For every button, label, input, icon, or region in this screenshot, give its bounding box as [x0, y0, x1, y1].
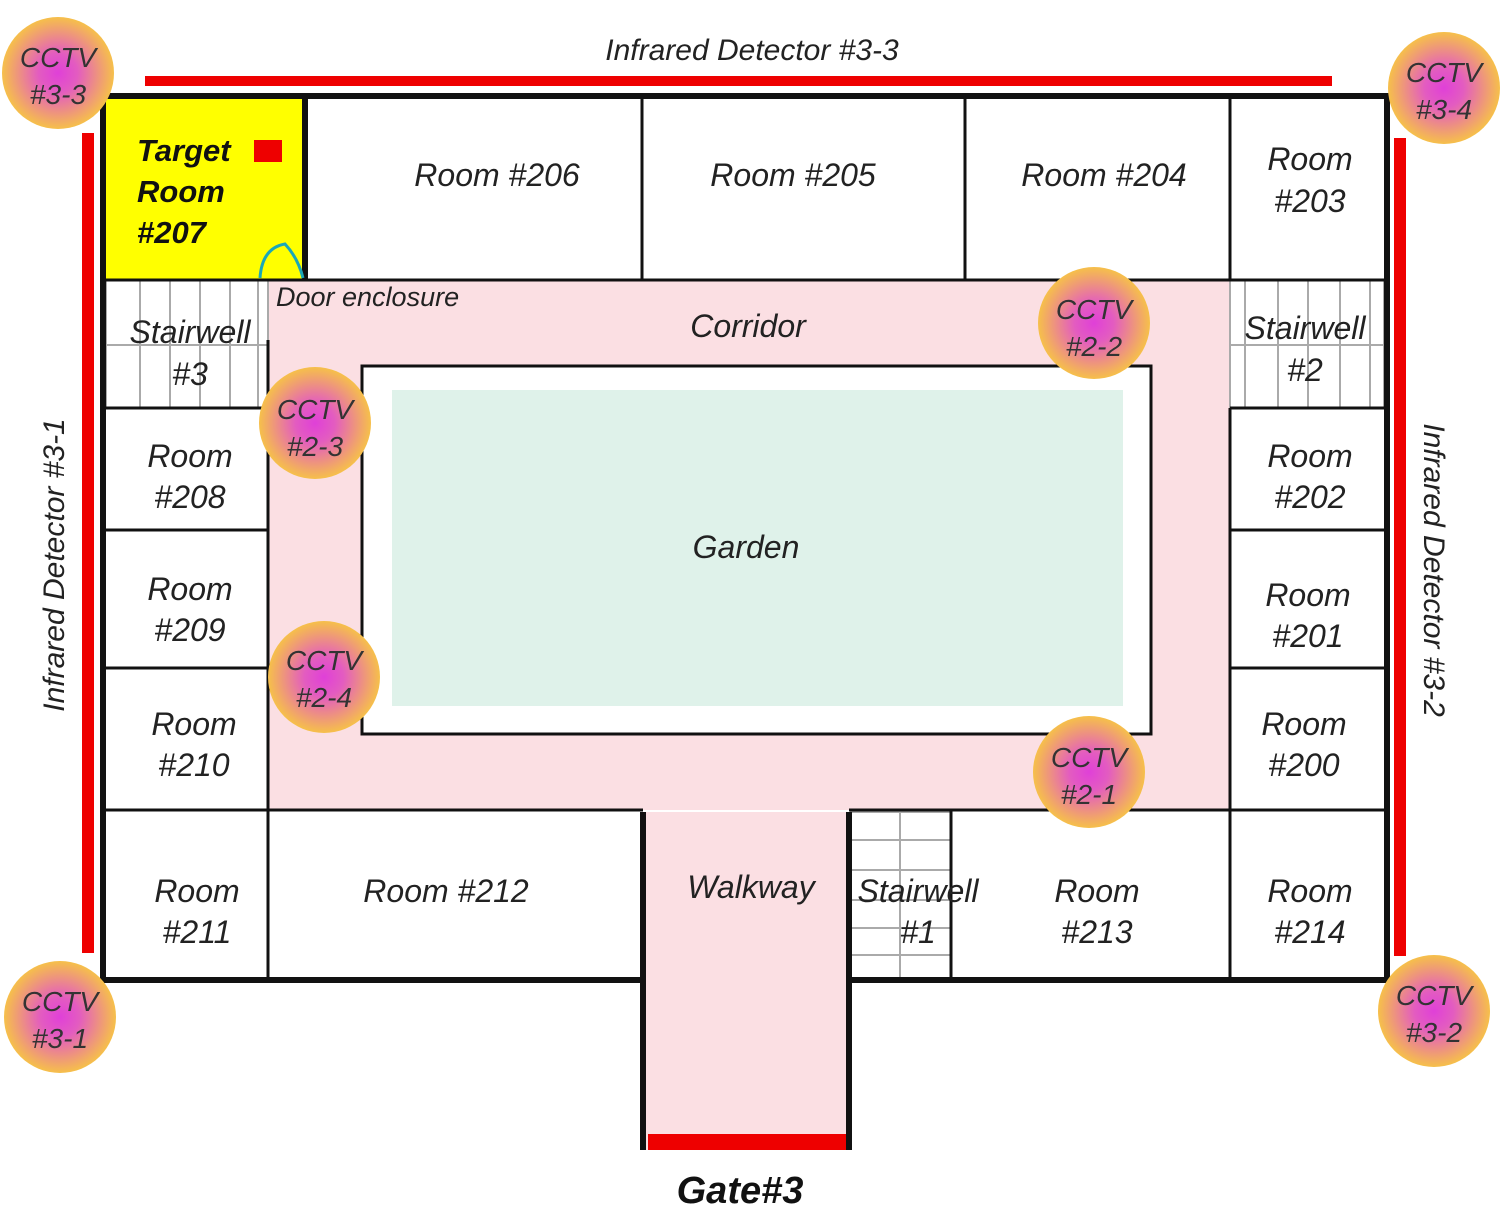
svg-text:#2-2: #2-2 [1066, 331, 1122, 362]
room-214-label: Room #214 [1267, 873, 1352, 950]
room-213-label: Room #213 [1054, 873, 1139, 950]
room-201-label: Room #201 [1265, 577, 1350, 654]
svg-text:Room: Room [1261, 706, 1346, 742]
stairwell-2-label: Stairwell #2 [1245, 310, 1367, 388]
cctv-3-3-icon: CCTV #3-3 [2, 17, 114, 129]
svg-text:CCTV: CCTV [1406, 57, 1485, 88]
svg-text:Room: Room [1054, 873, 1139, 909]
svg-text:CCTV: CCTV [22, 986, 101, 1017]
svg-text:Room: Room [1267, 873, 1352, 909]
door-enclosure-label: Door enclosure [276, 282, 459, 312]
svg-text:#200: #200 [1268, 747, 1339, 783]
garden-area [392, 390, 1123, 706]
cctv-2-4-icon: CCTV #2-4 [268, 621, 380, 733]
garden-label: Garden [693, 529, 800, 565]
room-203-label: Room #203 [1267, 141, 1352, 219]
svg-text:Room: Room [1265, 577, 1350, 613]
corridor-label: Corridor [690, 308, 807, 344]
cctv-3-2-icon: CCTV #3-2 [1378, 955, 1490, 1067]
svg-text:#3-4: #3-4 [1416, 94, 1472, 125]
svg-text:#202: #202 [1274, 479, 1345, 515]
svg-text:#203: #203 [1274, 183, 1345, 219]
svg-text:CCTV: CCTV [1051, 742, 1130, 773]
svg-text:Target: Target [137, 133, 232, 168]
svg-text:Room: Room [1267, 141, 1352, 177]
door-arc [258, 242, 305, 279]
room-211-label: Room #211 [154, 873, 239, 950]
room-209-label: Room #209 [147, 571, 232, 648]
svg-text:CCTV: CCTV [1396, 980, 1475, 1011]
walkway-area [643, 812, 849, 1150]
detector-3-1-label: Infrared Detector #3-1 [38, 418, 71, 711]
svg-text:Room: Room [137, 174, 225, 209]
gate-3-label: Gate#3 [677, 1170, 804, 1212]
stairwell-1-steps [850, 811, 952, 979]
cctv-2-1-icon: CCTV #2-1 [1033, 716, 1145, 828]
detector-3-3-label: Infrared Detector #3-3 [605, 34, 899, 67]
target-marker-icon [254, 140, 282, 162]
svg-text:#2: #2 [1287, 352, 1323, 388]
svg-text:CCTV: CCTV [286, 645, 365, 676]
svg-text:#213: #213 [1061, 914, 1132, 950]
room-210-label: Room #210 [151, 706, 236, 783]
cctv-2-3-icon: CCTV #2-3 [259, 367, 371, 479]
svg-text:#3: #3 [172, 356, 208, 392]
stairwell-3-label: Stairwell #3 [130, 314, 252, 392]
cctv-2-2-icon: CCTV #2-2 [1038, 267, 1150, 379]
svg-text:Room: Room [147, 571, 232, 607]
svg-text:#210: #210 [158, 747, 229, 783]
svg-text:#2-1: #2-1 [1061, 779, 1117, 810]
svg-text:CCTV: CCTV [277, 394, 356, 425]
room-204-label: Room #204 [1021, 157, 1186, 193]
room-208-label: Room #208 [147, 438, 232, 515]
svg-text:#214: #214 [1274, 914, 1345, 950]
svg-text:Stairwell: Stairwell [1245, 310, 1367, 346]
svg-text:Room: Room [154, 873, 239, 909]
svg-text:#3-1: #3-1 [32, 1023, 88, 1054]
svg-text:CCTV: CCTV [1056, 294, 1135, 325]
svg-text:Stairwell: Stairwell [130, 314, 252, 350]
walkway-label: Walkway [687, 869, 816, 905]
cctv-3-4-icon: CCTV #3-4 [1388, 32, 1500, 144]
svg-text:#211: #211 [163, 914, 232, 950]
gate-bar [648, 1134, 846, 1150]
svg-text:#3-2: #3-2 [1406, 1017, 1462, 1048]
room-212-label: Room #212 [363, 873, 529, 909]
stairwell-1-label: Stairwell #1 [858, 873, 980, 950]
svg-text:Room: Room [151, 706, 236, 742]
svg-text:#2-3: #2-3 [287, 431, 343, 462]
room-200-label: Room #200 [1261, 706, 1346, 783]
svg-text:#209: #209 [154, 612, 225, 648]
svg-text:Room: Room [1267, 438, 1352, 474]
svg-text:#1: #1 [900, 914, 936, 950]
stairwell-2-steps [1229, 279, 1385, 409]
svg-text:#3-3: #3-3 [30, 79, 86, 110]
svg-text:#201: #201 [1272, 618, 1343, 654]
detector-3-2-label: Infrared Detector #3-2 [1417, 423, 1450, 717]
detector-bar-3-3 [145, 76, 1332, 86]
svg-text:#208: #208 [154, 479, 225, 515]
target-room-label: Target Room #207 [137, 133, 232, 250]
svg-text:#207: #207 [137, 215, 208, 250]
room-205-label: Room #205 [710, 157, 876, 193]
svg-text:CCTV: CCTV [20, 42, 99, 73]
room-206-label: Room #206 [414, 157, 580, 193]
cctv-3-1-icon: CCTV #3-1 [4, 961, 116, 1073]
detector-bar-3-1 [82, 133, 94, 953]
svg-text:#2-4: #2-4 [296, 682, 352, 713]
detector-bar-3-2 [1394, 138, 1406, 956]
room-202-label: Room #202 [1267, 438, 1352, 515]
svg-text:Room: Room [147, 438, 232, 474]
svg-text:Stairwell: Stairwell [858, 873, 980, 909]
